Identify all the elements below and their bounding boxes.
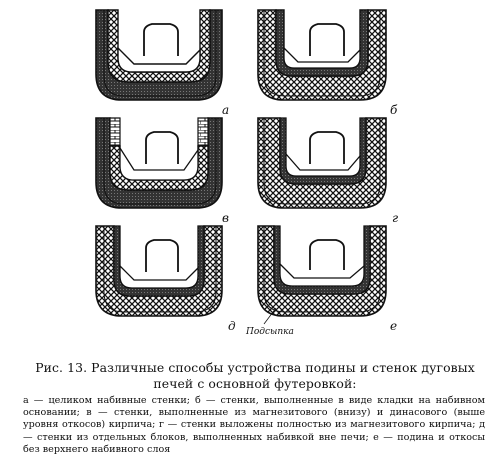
panel-e: Подсыпка е (245, 225, 397, 337)
annotation-podsypka: Подсыпка (245, 327, 294, 337)
leader-line (263, 307, 277, 325)
furnace-figure: а б в г д (95, 9, 398, 337)
panel-g: г (257, 117, 398, 225)
panel-label: б (390, 103, 398, 117)
figure-legend: а — целиком набивные стенки; б — стенки,… (23, 395, 485, 455)
panel-d: д (95, 225, 236, 333)
caption-line-2: печей с основной футеровкой: (153, 376, 357, 391)
panel-a: а (95, 9, 229, 117)
panel-label: д (228, 319, 236, 333)
panel-label: е (390, 319, 397, 333)
caption-line-1: Рис. 13. Различные способы устройства по… (35, 360, 475, 375)
panel-label: а (222, 103, 229, 117)
panel-label: г (392, 211, 398, 225)
figure-caption-title: Рис. 13. Различные способы устройства по… (20, 360, 490, 392)
panel-label: в (222, 211, 229, 225)
panel-v: в (95, 117, 229, 225)
panel-b: б (257, 9, 398, 117)
